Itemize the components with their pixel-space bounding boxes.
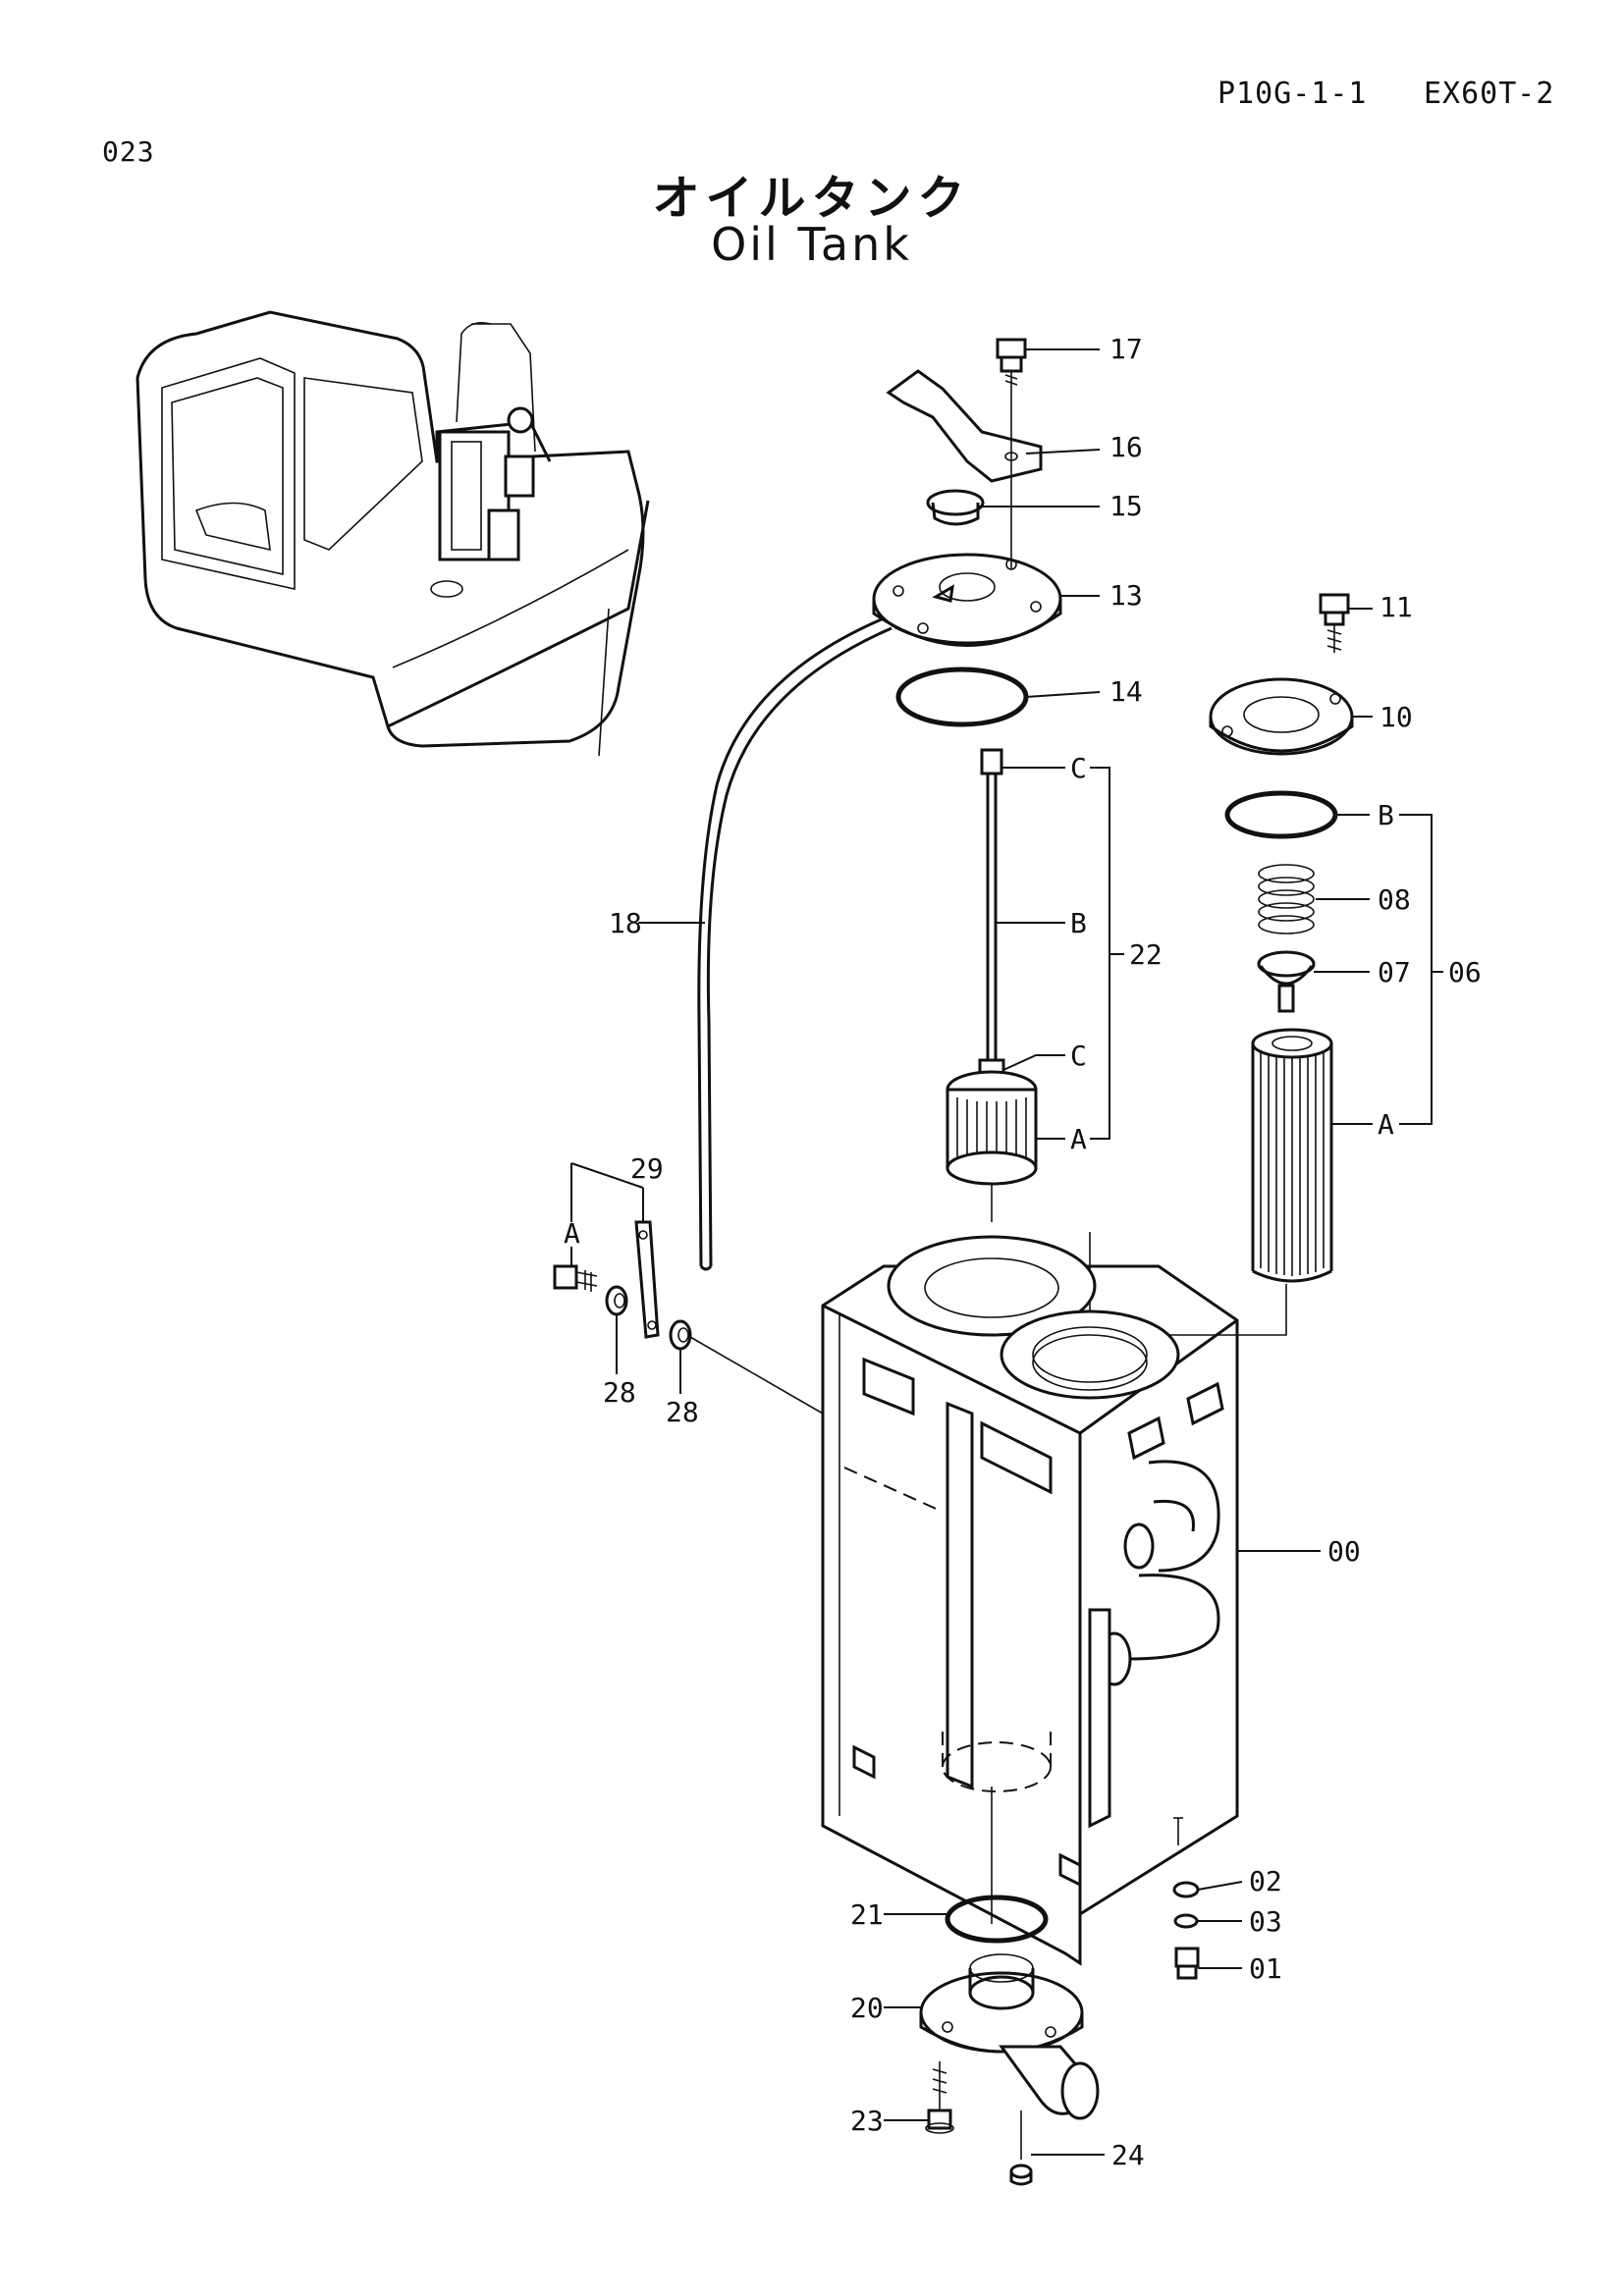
ref-a-strainer: A bbox=[1070, 1123, 1087, 1155]
callout-28-left: 28 bbox=[603, 1376, 636, 1409]
suction-port-assembly bbox=[919, 1787, 1100, 2186]
stay-bracket-assembly bbox=[553, 1220, 824, 1415]
callout-03: 03 bbox=[1249, 1905, 1282, 1938]
callout-01: 01 bbox=[1249, 1952, 1282, 1985]
callout-16: 16 bbox=[1109, 431, 1143, 463]
callout-08: 08 bbox=[1378, 883, 1411, 916]
leader-lines bbox=[570, 348, 1443, 2156]
ref-b-oring: B bbox=[1378, 799, 1394, 831]
callout-00: 00 bbox=[1327, 1535, 1361, 1568]
ref-c-mid: C bbox=[1070, 1040, 1087, 1072]
mounting-bolt-set bbox=[1172, 1881, 1200, 1980]
callout-labels: 17 16 15 13 14 11 10 18 C B C A 22 B 08 … bbox=[564, 333, 1482, 2171]
callout-06: 06 bbox=[1448, 956, 1482, 988]
ref-a-bolt: A bbox=[564, 1217, 580, 1250]
callout-21: 21 bbox=[850, 1898, 884, 1931]
sheet-number: 023 bbox=[102, 135, 155, 168]
callout-02: 02 bbox=[1249, 1865, 1282, 1897]
callout-11: 11 bbox=[1380, 591, 1413, 623]
breather-cover-assembly bbox=[872, 338, 1062, 727]
ref-b-rod: B bbox=[1070, 907, 1087, 939]
callout-28-right: 28 bbox=[666, 1396, 699, 1428]
breather-hose bbox=[697, 616, 893, 1271]
callout-13: 13 bbox=[1109, 579, 1143, 612]
callout-14: 14 bbox=[1109, 675, 1143, 708]
callout-20: 20 bbox=[850, 1992, 884, 2024]
strainer-assembly bbox=[946, 748, 1038, 1222]
ref-a-filter: A bbox=[1378, 1108, 1394, 1141]
model-code: EX60T-2 bbox=[1424, 77, 1555, 111]
callout-29: 29 bbox=[630, 1152, 664, 1185]
callout-10: 10 bbox=[1380, 701, 1413, 733]
callout-23: 23 bbox=[850, 2105, 884, 2137]
callout-24: 24 bbox=[1111, 2139, 1145, 2171]
callout-18: 18 bbox=[609, 907, 642, 939]
machine-overview-illustration bbox=[135, 310, 650, 757]
title-english: Oil Tank bbox=[711, 218, 912, 271]
callout-15: 15 bbox=[1109, 490, 1143, 522]
ref-c-top: C bbox=[1070, 752, 1087, 784]
callout-22: 22 bbox=[1129, 938, 1163, 971]
page-code: P10G-1-1 bbox=[1217, 77, 1368, 111]
callout-17: 17 bbox=[1109, 333, 1143, 365]
callout-07: 07 bbox=[1378, 956, 1411, 988]
oil-tank-body bbox=[821, 1235, 1239, 1966]
spring bbox=[1258, 864, 1315, 934]
title-japanese: オイルタンク bbox=[652, 171, 971, 226]
